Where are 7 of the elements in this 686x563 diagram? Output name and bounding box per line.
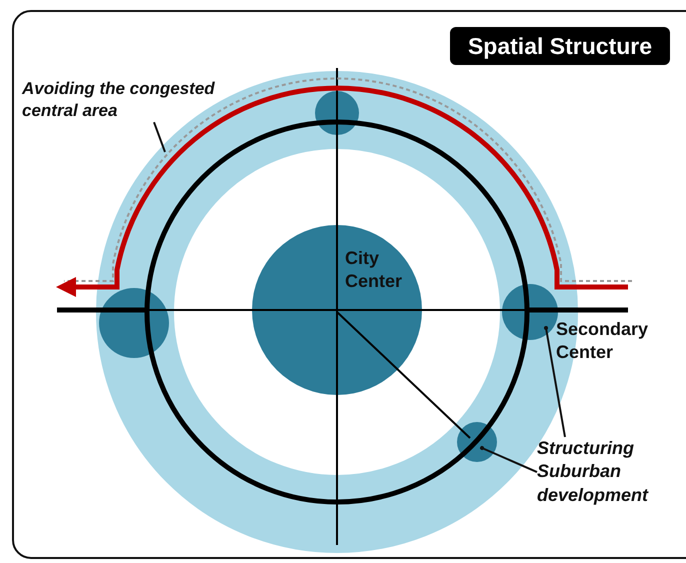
callout-text: Avoiding the congested central area	[22, 78, 262, 122]
node-caption: Secondary Center	[556, 318, 650, 364]
title: Spatial Structure	[450, 27, 670, 65]
leader-line	[153, 122, 166, 152]
callout-text: Structuring Suburban development	[537, 437, 677, 508]
node-label: City Center	[345, 247, 404, 294]
leader-line	[544, 326, 566, 438]
